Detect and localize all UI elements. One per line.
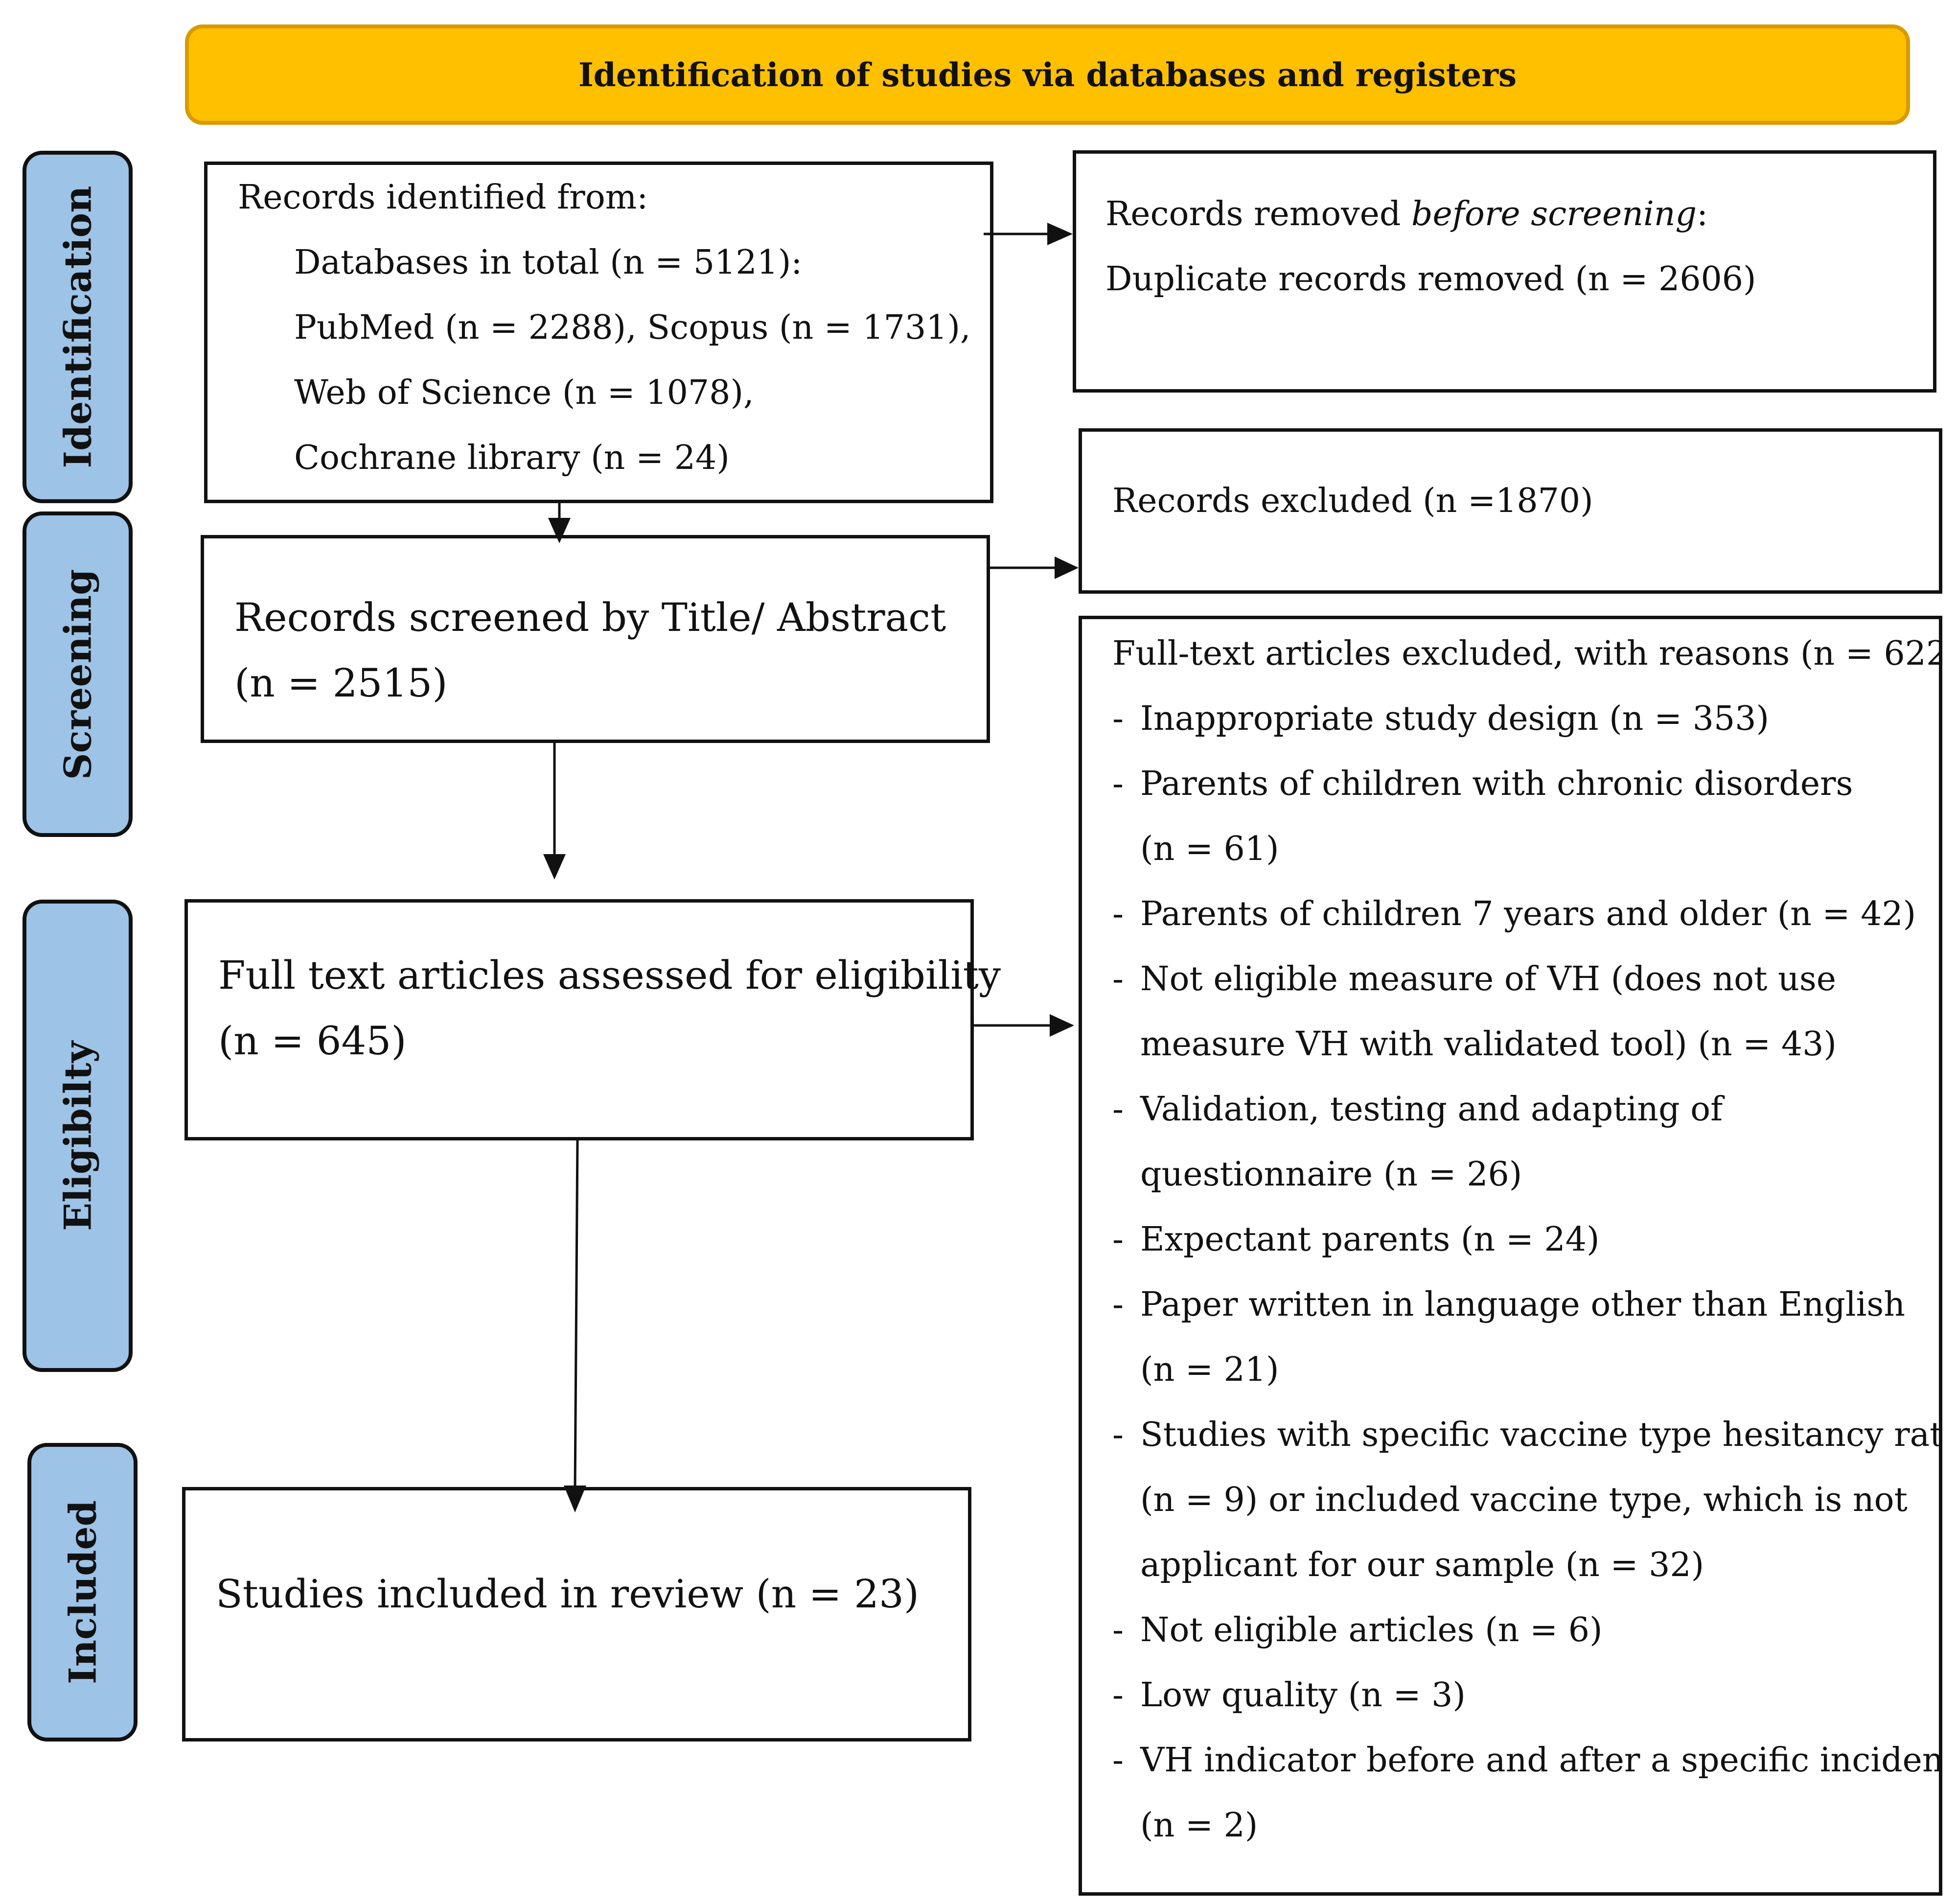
stage-identification-label: Identification bbox=[56, 186, 99, 468]
records-removed-heading: Records removed before screening: bbox=[1105, 182, 1933, 247]
reason-item: -Not eligible articles (n = 6) bbox=[1112, 1611, 1603, 1649]
records-screened-box: Records screened by Title/ Abstract (n =… bbox=[201, 535, 990, 743]
reason-item-continued: applicant for our sample (n = 32) bbox=[1140, 1546, 1704, 1584]
stage-included: Included bbox=[27, 1443, 138, 1741]
records-screened-title: Records screened by Title/ Abstract bbox=[234, 595, 946, 640]
records-identified-wos: Web of Science (n = 1078), bbox=[294, 373, 754, 412]
banner-title: Identification of studies via databases … bbox=[185, 24, 1910, 125]
reason-item: -VH indicator before and after a specifi… bbox=[1112, 1741, 1942, 1780]
banner-title-text: Identification of studies via databases … bbox=[578, 55, 1517, 94]
stage-identification: Identification bbox=[23, 151, 133, 503]
arrow-fulltext-to-included bbox=[564, 1140, 586, 1512]
reason-item-continued: (n = 21) bbox=[1140, 1350, 1279, 1389]
reason-item: -Validation, testing and adapting of bbox=[1112, 1090, 1723, 1129]
reason-item: -Parents of children 7 years and older (… bbox=[1112, 895, 1916, 933]
reason-item-continued: (n = 2) bbox=[1140, 1806, 1258, 1845]
stage-eligibility-label: Eligibilty bbox=[56, 1041, 99, 1231]
records-removed-box: Records removed before screening: Duplic… bbox=[1073, 150, 1936, 393]
reason-item: -Low quality (n = 3) bbox=[1112, 1676, 1466, 1715]
reason-item: -Not eligible measure of VH (does not us… bbox=[1112, 960, 1836, 998]
reason-item: -Inappropriate study design (n = 353) bbox=[1112, 699, 1769, 738]
records-removed-prefix: Records removed bbox=[1105, 195, 1411, 233]
arrow-fulltext-to-reasons bbox=[974, 1014, 1074, 1037]
reason-item-continued: (n = 9) or included vaccine type, which … bbox=[1140, 1481, 1908, 1519]
records-identified-heading: Records identified from: bbox=[238, 178, 648, 217]
records-screened-count: (n = 2515) bbox=[234, 660, 448, 706]
records-identified-cochrane: Cochrane library (n = 24) bbox=[294, 439, 730, 477]
reason-item: -Parents of children with chronic disord… bbox=[1112, 765, 1853, 803]
reason-item: -Expectant parents (n = 24) bbox=[1112, 1220, 1600, 1259]
records-excluded-box: Records excluded (n =1870) bbox=[1079, 428, 1942, 594]
records-removed-emphasis: before screening bbox=[1411, 195, 1697, 233]
fulltext-excluded-reasons-box: Full-text articles excluded, with reason… bbox=[1079, 616, 1942, 1896]
arrow-screened-to-excluded bbox=[990, 557, 1079, 579]
stage-screening: Screening bbox=[23, 511, 133, 837]
stage-eligibility: Eligibilty bbox=[23, 900, 133, 1372]
stage-included-label: Included bbox=[61, 1500, 104, 1684]
reason-item-continued: measure VH with validated tool) (n = 43) bbox=[1140, 1025, 1837, 1064]
arrow-identified-to-removed bbox=[984, 223, 1073, 245]
fulltext-assessed-count: (n = 645) bbox=[218, 1018, 407, 1064]
reason-item-continued: (n = 61) bbox=[1140, 830, 1279, 868]
stage-screening-label: Screening bbox=[56, 569, 99, 780]
reason-item: -Paper written in language other than En… bbox=[1112, 1285, 1906, 1324]
studies-included-text: Studies included in review (n = 23) bbox=[216, 1571, 920, 1617]
records-identified-pubmed-scopus: PubMed (n = 2288), Scopus (n = 1731), bbox=[294, 308, 971, 347]
studies-included-box: Studies included in review (n = 23) bbox=[182, 1487, 971, 1741]
records-identified-box: Records identified from: Databases in to… bbox=[204, 162, 993, 503]
reasons-heading: Full-text articles excluded, with reason… bbox=[1112, 634, 1942, 673]
fulltext-assessed-title: Full text articles assessed for eligibil… bbox=[218, 952, 1001, 998]
reason-item-continued: questionnaire (n = 26) bbox=[1140, 1155, 1522, 1194]
duplicate-records-removed: Duplicate records removed (n = 2606) bbox=[1105, 260, 1756, 299]
fulltext-assessed-box: Full text articles assessed for eligibil… bbox=[184, 899, 1001, 1140]
records-excluded-text: Records excluded (n =1870) bbox=[1112, 482, 1593, 520]
records-removed-suffix: : bbox=[1697, 195, 1708, 233]
arrow-screened-to-fulltext bbox=[543, 743, 566, 880]
reason-item: -Studies with specific vaccine type hesi… bbox=[1112, 1416, 1942, 1454]
records-identified-databases: Databases in total (n = 5121): bbox=[294, 243, 803, 282]
